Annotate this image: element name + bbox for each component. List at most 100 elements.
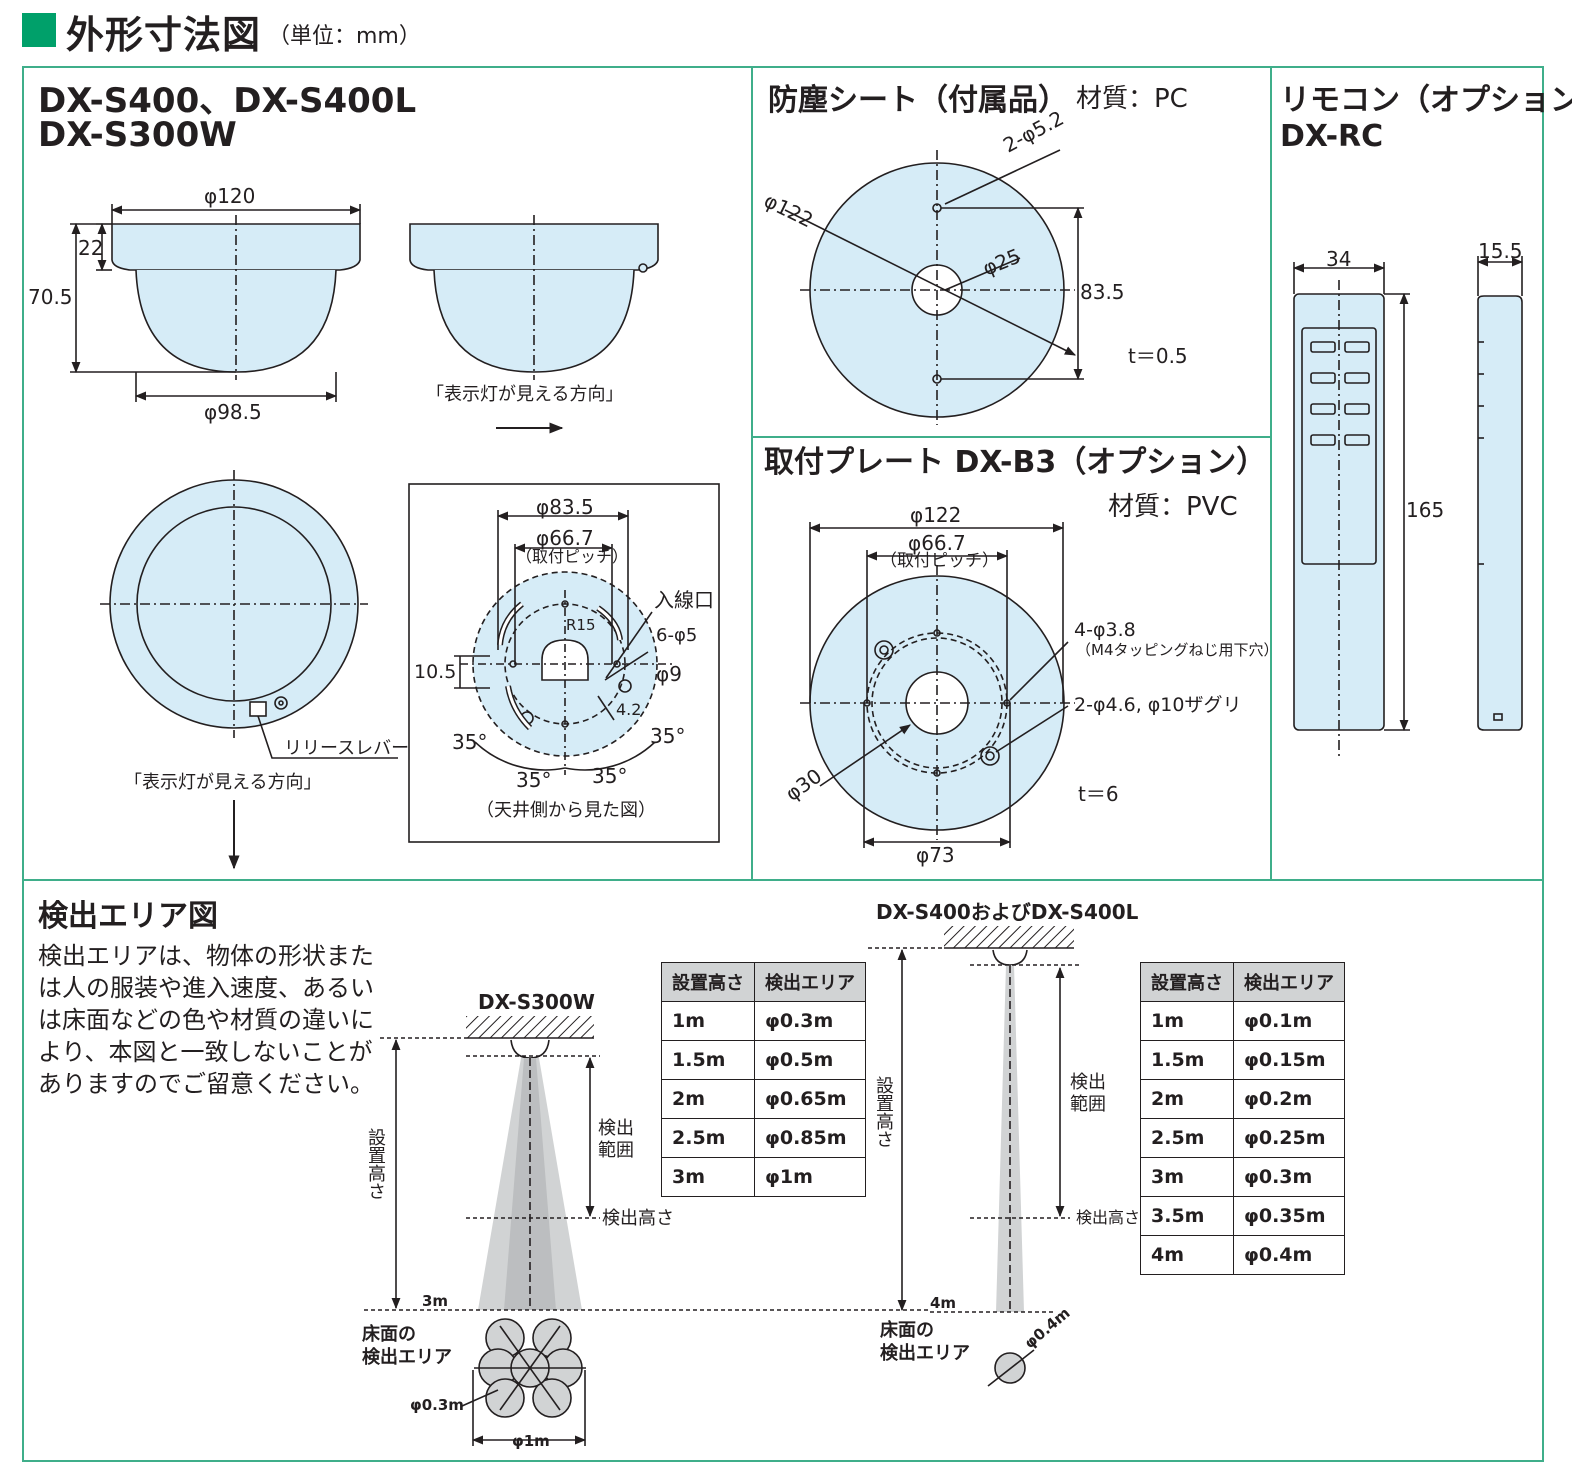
unit-label: （単位：mm）: [268, 24, 421, 49]
cell: φ0.1m: [1233, 1001, 1345, 1041]
dust-sheet-83-5: 83.5: [1080, 280, 1125, 304]
plate-pitch: （取付ピッチ）: [880, 551, 999, 571]
remote-title-2: DX-RC: [1280, 119, 1384, 154]
s300w-th-area: 検出エリア: [754, 962, 866, 1002]
s300w-floor-height: 3m: [422, 1292, 449, 1310]
s300w-floor-label-1: 床面の: [362, 1324, 416, 1345]
dust-sheet-material: 材質：PC: [1076, 84, 1188, 114]
dim-70-5: 70.5: [28, 285, 73, 309]
detection-s400-drawing: [868, 926, 1080, 1387]
cell: 1m: [661, 1001, 755, 1041]
s400-det-height: 検出高さ: [1076, 1208, 1141, 1227]
s300w-install-height: 設置高さ: [365, 1128, 386, 1200]
cell: 3.5m: [1140, 1196, 1234, 1236]
divider-h1: [751, 436, 1272, 438]
cv-phi9: φ9: [656, 662, 682, 686]
plate-title: 取付プレート DX-B3（オプション）: [764, 445, 1267, 480]
cell: φ1m: [754, 1157, 866, 1197]
remote-front-drawing: [1292, 262, 1410, 760]
sensor-title-2: DX-S300W: [38, 115, 237, 155]
detection-s300w-drawing: [364, 1016, 930, 1446]
cell: φ0.5m: [754, 1040, 866, 1080]
divider-h2: [22, 879, 1544, 881]
cell: φ0.3m: [754, 1001, 866, 1041]
cell: 2m: [1140, 1079, 1234, 1119]
s300w-range: 検出範囲: [598, 1118, 634, 1161]
plate-holes4-note: （M4タッピングねじ用下穴）: [1076, 641, 1279, 659]
page-title: 外形寸法図: [66, 13, 262, 57]
cv-inlet: 入線口: [654, 588, 714, 612]
cell: 3m: [1140, 1157, 1234, 1197]
cv-r15: R15: [566, 616, 596, 634]
cv-pitch: （取付ピッチ）: [516, 547, 629, 566]
cell: 4m: [1140, 1235, 1234, 1275]
cell: φ0.65m: [754, 1079, 866, 1119]
cell: φ0.4m: [1233, 1235, 1345, 1275]
detection-note: 検出エリアは、物体の形状または人の服装や進入速度、あるいは床面などの色や材質の違…: [38, 942, 374, 1098]
s400-th-height: 設置高さ: [1140, 962, 1234, 1002]
ceiling-view-box: [408, 483, 720, 843]
cv-caption: （天井側から見た図）: [476, 800, 656, 821]
plate-thickness: t＝6: [1078, 782, 1119, 806]
s300w-model: DX-S300W: [478, 990, 595, 1014]
cell: φ0.35m: [1233, 1196, 1345, 1236]
remote-height: 165: [1406, 498, 1445, 522]
cv-phi66-7: φ66.7: [536, 526, 594, 550]
s300w-small-diameter: φ0.3m: [410, 1396, 464, 1414]
plate-holes2: 2-φ4.6, φ10ザグリ: [1074, 694, 1242, 716]
sensor-title-1: DX-S400、DX-S400L: [38, 81, 417, 121]
release-lever-label: リリースレバー: [284, 738, 410, 759]
s400-model: DX-S400およびDX-S400L: [876, 900, 1139, 924]
view-direction-label-2: 「表示灯が見える方向」: [124, 772, 322, 793]
dim-22: 22: [78, 236, 104, 260]
s400-floor-label-1: 床面の: [880, 1320, 934, 1341]
s300w-large-diameter: φ1m: [512, 1432, 550, 1450]
s300w-th-height: 設置高さ: [661, 962, 755, 1002]
s300w-floor-label-2: 検出エリア: [362, 1347, 452, 1368]
cv-angle-right: 35°: [650, 724, 686, 748]
plate-material: 材質：PVC: [1108, 492, 1238, 522]
cell: 1.5m: [1140, 1040, 1234, 1080]
cell: 3m: [661, 1157, 755, 1197]
cv-angle-bottom-right: 35°: [592, 764, 628, 788]
cv-holes: 6-φ5: [656, 625, 698, 646]
divider-v2: [1270, 66, 1272, 880]
dim-phi98-5: φ98.5: [204, 400, 262, 424]
view-direction-label-1: 「表示灯が見える方向」: [426, 384, 624, 405]
cv-4-2: 4.2: [616, 700, 642, 719]
header-marker: [22, 13, 56, 47]
cell: 2m: [661, 1079, 755, 1119]
cell: φ0.15m: [1233, 1040, 1345, 1080]
dust-sheet-thickness: t＝0.5: [1128, 344, 1188, 368]
cell: 2.5m: [661, 1118, 755, 1158]
cell: φ0.3m: [1233, 1157, 1345, 1197]
s300w-table-header: 設置高さ 検出エリア: [661, 962, 866, 1002]
cv-angle-left: 35°: [452, 730, 488, 754]
divider-v1: [751, 66, 753, 880]
dust-sheet-title: 防塵シート（付属品）: [768, 83, 1068, 118]
cell: 1m: [1140, 1001, 1234, 1041]
cv-angle-bottom-left: 35°: [516, 768, 552, 792]
cell: φ0.25m: [1233, 1118, 1345, 1158]
sensor-side-view-2: [409, 215, 659, 434]
cv-phi83-5: φ83.5: [536, 495, 594, 519]
cell: φ0.85m: [754, 1118, 866, 1158]
main-frame: [22, 66, 1544, 1462]
cell: φ0.2m: [1233, 1079, 1345, 1119]
dim-phi120: φ120: [204, 184, 256, 208]
detection-title: 検出エリア図: [38, 899, 218, 934]
cell: 1.5m: [661, 1040, 755, 1080]
sensor-bottom-view: [100, 470, 398, 870]
remote-side-drawing: [1476, 256, 1524, 731]
s400-floor-label-2: 検出エリア: [880, 1343, 970, 1364]
s300w-det-height: 検出高さ: [602, 1208, 674, 1229]
